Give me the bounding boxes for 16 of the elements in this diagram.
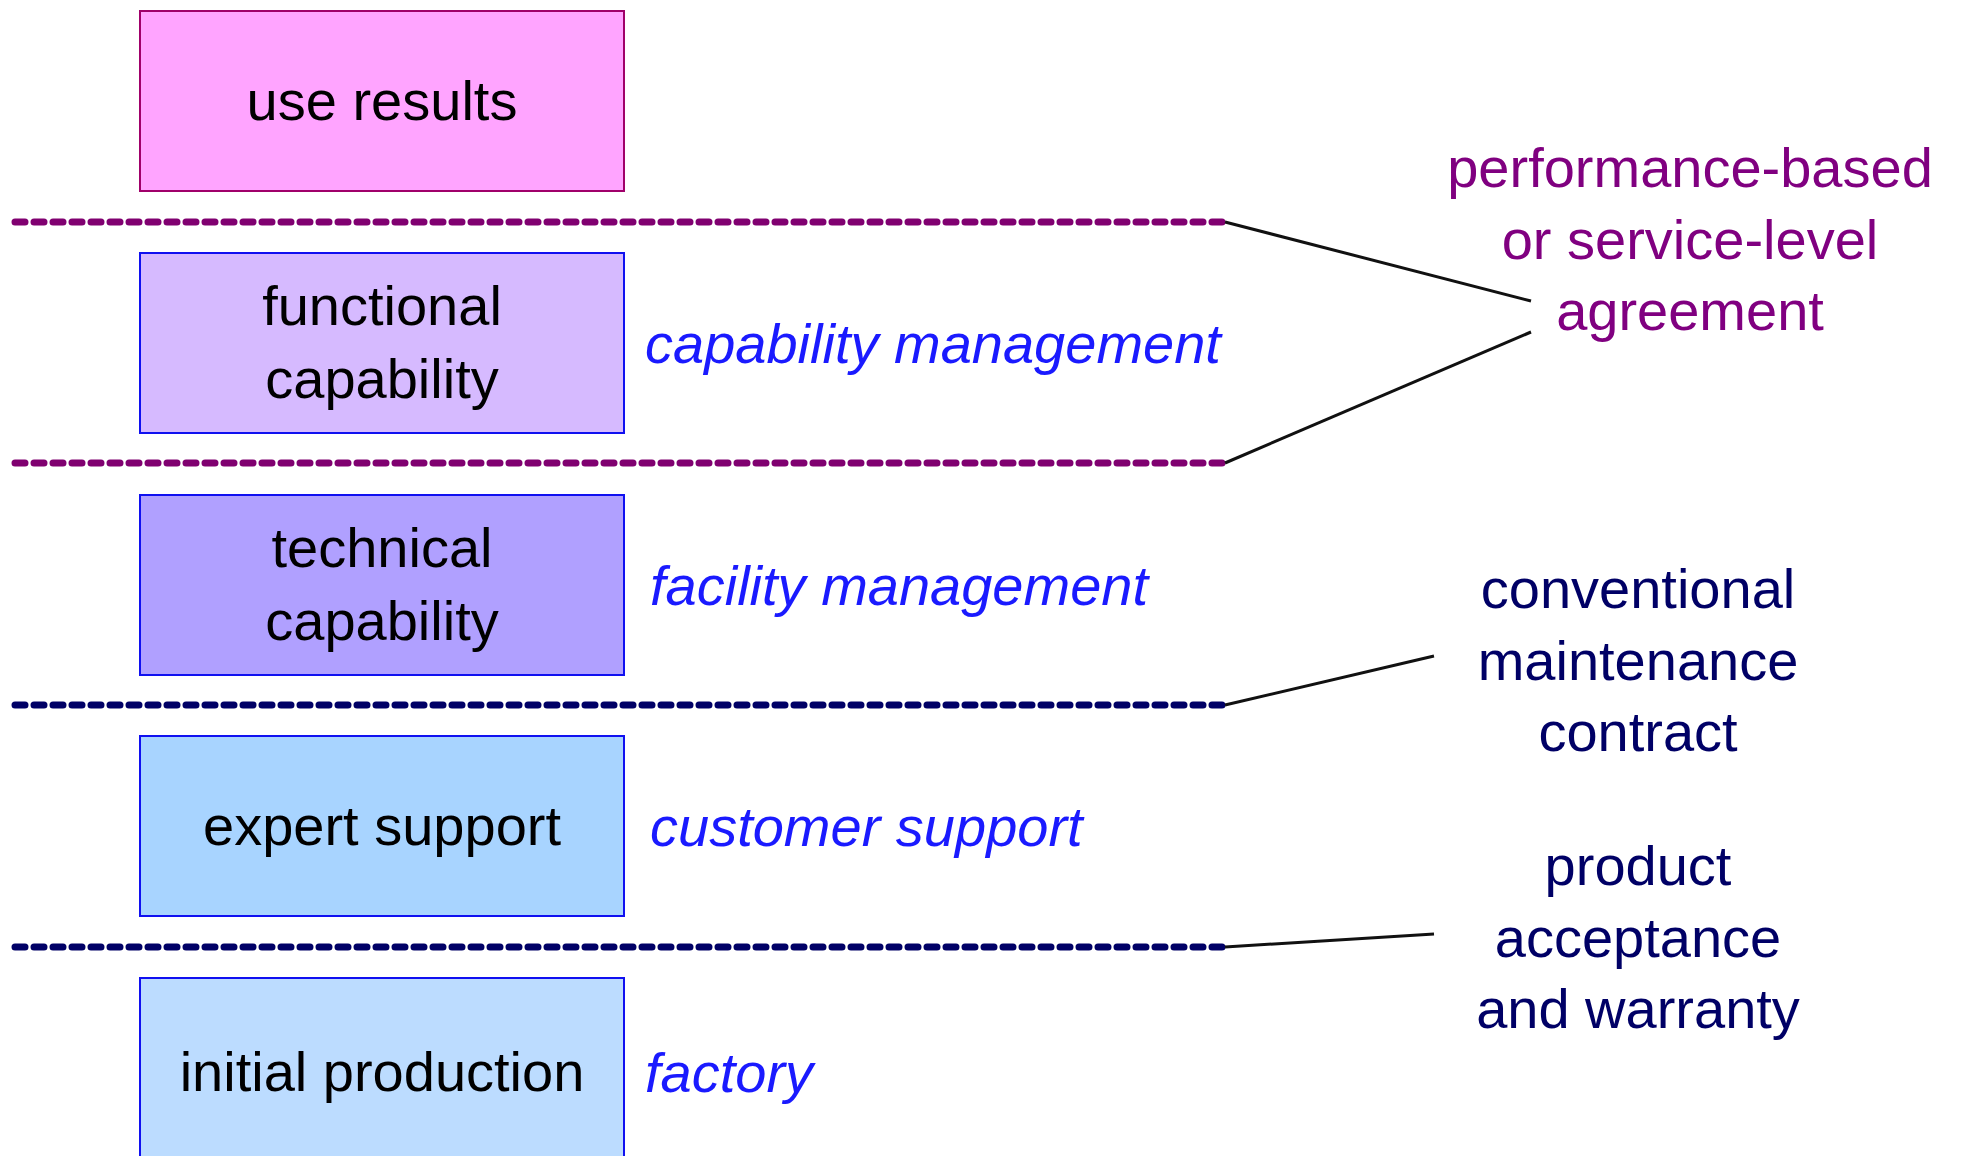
level-box: initial production: [139, 977, 625, 1156]
leader-line: [1224, 220, 1532, 303]
side-label: facility management: [650, 553, 1148, 618]
annotation-text: conventional maintenance contract: [1448, 553, 1828, 768]
level-box: use results: [139, 10, 625, 192]
level-box: functional capability: [139, 252, 625, 434]
annotation-text: performance-based or service-level agreement: [1425, 132, 1955, 347]
level-box: technical capability: [139, 494, 625, 676]
leader-line: [1224, 932, 1435, 949]
side-label: capability management: [645, 311, 1221, 376]
leader-line: [1224, 330, 1532, 465]
side-label: customer support: [650, 794, 1083, 859]
annotation-text: product acceptance and warranty: [1448, 830, 1828, 1045]
leader-line: [1224, 654, 1435, 707]
side-label: factory: [645, 1040, 814, 1105]
level-box: expert support: [139, 735, 625, 917]
